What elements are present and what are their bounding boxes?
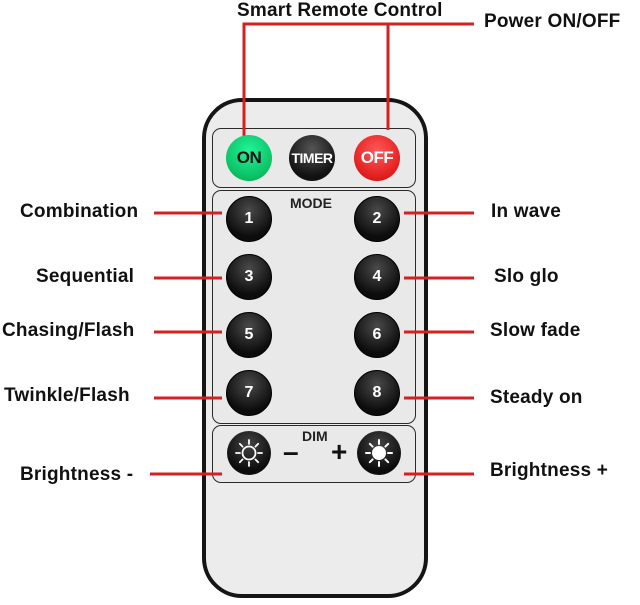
mode-button-7[interactable]: 7	[226, 370, 272, 416]
sun-outline-icon	[235, 439, 263, 467]
label-sequential: Sequential	[36, 266, 135, 287]
minus-sign: –	[283, 436, 299, 467]
label-slo-glo: Slo glo	[494, 266, 559, 287]
mode-button-3[interactable]: 3	[226, 254, 272, 300]
mode-button-2[interactable]: 2	[354, 196, 400, 242]
mode-button-4[interactable]: 4	[354, 254, 400, 300]
sun-filled-icon	[365, 439, 393, 467]
mode-button-8[interactable]: 8	[354, 370, 400, 416]
label-chasing-flash: Chasing/Flash	[2, 320, 135, 341]
label-smart-remote: Smart Remote Control	[237, 0, 443, 21]
label-power: Power ON/OFF	[484, 11, 621, 32]
plus-sign: +	[331, 436, 348, 467]
label-steady-on: Steady on	[490, 387, 583, 408]
brightness-down-button[interactable]	[227, 431, 271, 475]
off-button[interactable]: OFF	[354, 135, 400, 181]
timer-button[interactable]: TIMER	[289, 135, 335, 181]
label-brightness-minus: Brightness -	[20, 464, 134, 485]
label-brightness-plus: Brightness +	[490, 460, 609, 481]
label-combination: Combination	[20, 201, 139, 222]
dim-caption: DIM	[302, 428, 328, 444]
mode-caption: MODE	[290, 195, 332, 211]
label-twinkle-flash: Twinkle/Flash	[4, 385, 130, 406]
brightness-up-button[interactable]	[357, 431, 401, 475]
on-button[interactable]: ON	[226, 135, 272, 181]
mode-button-1[interactable]: 1	[226, 196, 272, 242]
label-slow-fade: Slow fade	[490, 320, 581, 341]
mode-button-6[interactable]: 6	[354, 312, 400, 358]
label-in-wave: In wave	[491, 201, 562, 222]
mode-button-5[interactable]: 5	[226, 312, 272, 358]
